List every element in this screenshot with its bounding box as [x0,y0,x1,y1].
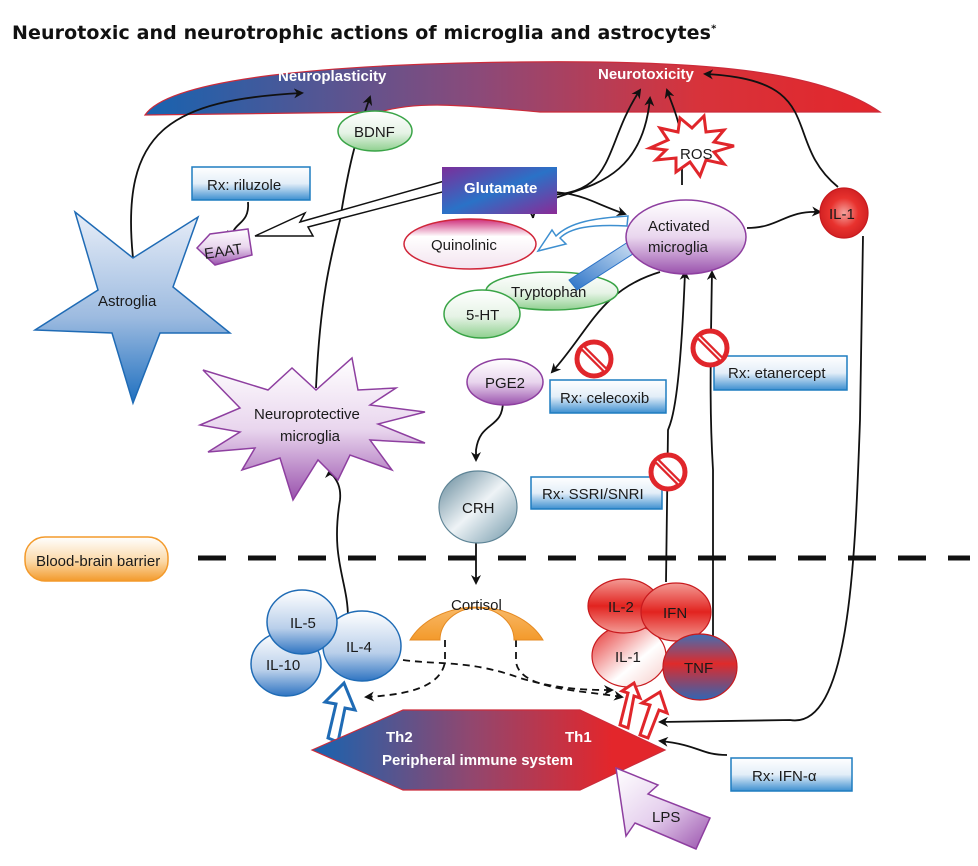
etanercept-label: Rx: etanercept [728,365,826,382]
il5-label: IL-5 [290,615,316,632]
crh-node: CRH [438,470,518,544]
astroglia-label: Astroglia [98,293,157,310]
drug-box-ssri-snri: Rx: SSRI/SNRI [530,476,663,510]
bdnf-node: BDNF [337,110,413,152]
quinolinic-label: Quinolinic [431,237,497,254]
tnf-label: TNF [684,660,713,677]
edge-astroglia-to-neuroplasticity [130,88,304,259]
glutamate-label: Glutamate [464,180,537,197]
inhibit-ssri-icon [648,452,688,492]
edge-ifn-to-microglia [665,270,690,583]
neuroprotective-microglia-node: Neuroprotective microglia [197,356,426,502]
edge-cortisol-dashed-to-th2 [364,640,446,702]
activated-microglia-node: Activated microglia [625,199,747,275]
ssri-snri-label: Rx: SSRI/SNRI [542,486,644,503]
five-ht-label: 5-HT [466,307,499,324]
edge-il4-dashed-to-th1 [402,659,614,695]
glutamate-to-eaat-arrow [254,179,451,237]
neuroplasticity-neurotoxicity-banner: Neuroplasticity Neurotoxicity [143,61,882,116]
il1-top-node: IL-1 [819,187,869,239]
peripheral-immune-system-node: Th2 Th1 Peripheral immune system [310,709,667,791]
edge-il1-to-th1 [658,235,864,727]
th1-upregulation-arrow-2 [638,689,670,740]
th2-label: Th2 [386,729,413,746]
ros-label: ROS [680,146,713,163]
il10-label: IL-10 [266,657,300,674]
inhibit-etanercept-icon [690,328,730,368]
eaat-label: EAAT [203,241,243,263]
lps-node: LPS [615,766,712,850]
edge-glutamate-to-neurotoxicity [529,88,642,197]
blood-brain-barrier-label-box: Blood-brain barrier [24,536,169,582]
pge2-label: PGE2 [485,375,525,392]
edge-microglia-to-il1 [746,206,822,229]
neuroprotective-label-2: microglia [280,428,341,445]
quinolinic-node: Quinolinic [403,218,537,270]
microglia-to-quinolinic-arrow [536,215,629,253]
tnf-node: TNF [662,633,738,701]
drug-box-etanercept: Rx: etanercept [713,355,848,391]
il5-node: IL-5 [266,589,338,655]
edge-cortisol-dashed-to-th1 [515,640,624,701]
activated-microglia-label-2: microglia [648,239,709,256]
th1-label: Th1 [565,729,592,746]
inhibit-celecoxib-icon [574,339,614,379]
edge-ifnalpha-to-immune [658,736,728,756]
drug-box-riluzole: Rx: riluzole [191,166,311,201]
page-title: Neurotoxic and neurotrophic actions of m… [12,22,716,44]
ifn-alpha-label: Rx: IFN-α [752,768,817,785]
drug-box-celecoxib: Rx: celecoxib [549,379,667,414]
edge-microglia-to-pge2 [550,271,661,374]
blood-brain-barrier-label: Blood-brain barrier [36,553,160,570]
glutamate-node: Glutamate [442,167,557,214]
bdnf-label: BDNF [354,124,395,141]
crh-label: CRH [462,500,495,517]
th2-cytokine-cluster: IL-10 IL-4 IL-5 [250,589,402,697]
ros-node: ROS [644,112,735,180]
eaat-node: EAAT [195,228,253,266]
il1-bottom-label: IL-1 [615,649,641,666]
neuroprotective-label-1: Neuroprotective [254,406,360,423]
tryptophan-label: Tryptophan [511,284,586,301]
pge2-node: PGE2 [466,358,544,406]
celecoxib-label: Rx: celecoxib [560,390,649,407]
lps-label: LPS [652,809,680,826]
edge-il4-to-neuroprotective [325,468,349,619]
title-footnote-mark: * [711,23,717,35]
il4-label: IL-4 [346,639,372,656]
th1-cytokine-cluster: IL-1 IL-2 IFN TNF [587,578,738,701]
activated-microglia-label-1: Activated [648,218,710,235]
il1-top-label: IL-1 [829,206,855,223]
edge-tnf-to-microglia [706,270,717,640]
drug-box-ifn-alpha: Rx: IFN-α [730,757,853,792]
cortisol-node: Cortisol [409,597,544,641]
riluzole-label: Rx: riluzole [207,177,281,194]
neurotoxicity-label: Neurotoxicity [598,66,695,83]
title-text: Neurotoxic and neurotrophic actions of m… [12,22,712,44]
il2-label: IL-2 [608,599,634,616]
edge-il1-to-neurotoxicity [703,69,839,188]
peripheral-label: Peripheral immune system [382,752,573,769]
th2-upregulation-arrow [321,680,358,745]
edges [130,69,864,756]
edge-pge2-to-crh [471,400,504,462]
five-ht-node: 5-HT [443,289,521,339]
ifn-node: IFN [640,582,712,642]
cortisol-label: Cortisol [451,597,502,614]
astroglia-node: Astroglia [32,209,233,406]
th1-upregulation-arrow-1 [618,680,643,731]
neuroplasticity-label: Neuroplasticity [278,68,387,85]
ifn-label: IFN [663,605,687,622]
